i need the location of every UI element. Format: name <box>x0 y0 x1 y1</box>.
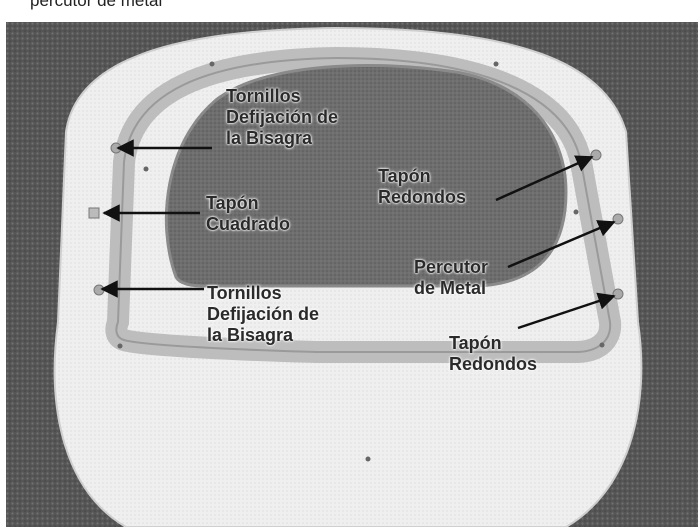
top-caption-text: percutor de metal <box>30 0 163 10</box>
arrow-round-top <box>495 155 594 202</box>
label-square-plug: Tapón Cuadrado <box>206 193 291 234</box>
round-plug-dot <box>612 288 624 300</box>
window-glass <box>164 64 568 288</box>
door-photo <box>6 22 698 527</box>
small-dot <box>209 61 215 67</box>
label-hinge-screws-bottom: Tornillos Defijación de la Bisagra <box>207 283 320 345</box>
small-dot <box>493 61 499 67</box>
top-caption: percutor de metal <box>0 0 698 22</box>
arrow-round-bottom <box>517 292 616 330</box>
small-dot <box>365 456 371 462</box>
striker-dot <box>612 213 624 225</box>
small-dot <box>573 209 579 215</box>
small-dot <box>143 166 149 172</box>
round-plug-dot <box>590 149 602 161</box>
arrow-striker <box>507 220 616 269</box>
square-plug-dot <box>88 207 100 219</box>
label-hinge-screws-top: Tornillos Defijación de la Bisagra <box>226 86 339 148</box>
label-metal-striker: Percutor de Metal <box>414 257 489 298</box>
label-round-plug-bottom: Tapón Redondos <box>449 333 537 374</box>
small-dot <box>599 342 605 348</box>
label-round-plug-top: Tapón Redondos <box>378 166 466 207</box>
small-dot <box>117 343 123 349</box>
